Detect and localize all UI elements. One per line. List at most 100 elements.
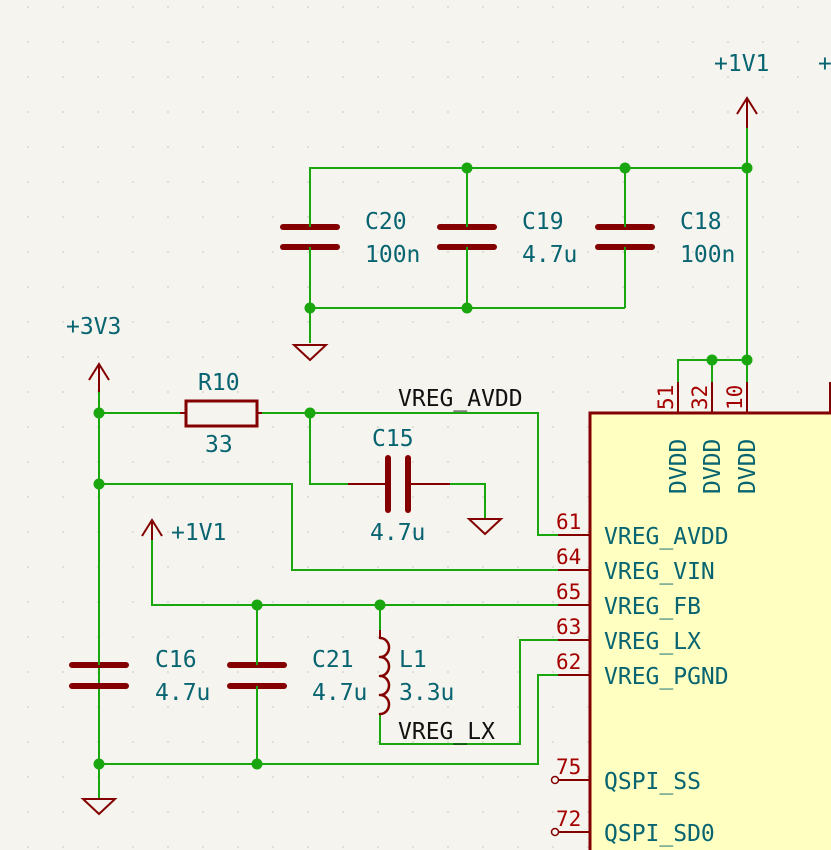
c20-value: 100n bbox=[365, 242, 420, 268]
grid-dot bbox=[482, 216, 484, 218]
grid-dot bbox=[167, 601, 169, 603]
grid-dot bbox=[307, 146, 309, 148]
grid-dot bbox=[762, 356, 764, 358]
grid-dot bbox=[377, 636, 379, 638]
grid-dot bbox=[797, 216, 799, 218]
grid-dot bbox=[237, 496, 239, 498]
capacitor-c16[interactable] bbox=[69, 640, 129, 689]
grid-dot bbox=[692, 181, 694, 183]
grid-dot bbox=[517, 566, 519, 568]
ground-symbol-c15[interactable] bbox=[466, 518, 504, 536]
grid-dot bbox=[202, 146, 204, 148]
grid-dot bbox=[132, 321, 134, 323]
grid-dot bbox=[62, 741, 64, 743]
grid-dot bbox=[237, 846, 239, 848]
grid-dot bbox=[552, 181, 554, 183]
grid-dot bbox=[762, 321, 764, 323]
grid-dot bbox=[307, 286, 309, 288]
junction-dot bbox=[741, 354, 753, 366]
arrow-up-icon bbox=[736, 96, 758, 115]
grid-dot bbox=[237, 671, 239, 673]
capacitor-c19[interactable] bbox=[437, 195, 497, 278]
grid-dot bbox=[587, 566, 589, 568]
grid-dot bbox=[517, 356, 519, 358]
c18-ref: C18 bbox=[680, 209, 722, 235]
grid-dot bbox=[62, 496, 64, 498]
grid-dot bbox=[552, 496, 554, 498]
wire-top-rail bbox=[309, 167, 747, 195]
ic-pin-number-64: 64 bbox=[556, 545, 581, 569]
grid-dot bbox=[657, 251, 659, 253]
grid-dot bbox=[202, 181, 204, 183]
ic-body[interactable] bbox=[588, 411, 831, 850]
grid-dot bbox=[342, 76, 344, 78]
grid-dot bbox=[412, 391, 414, 393]
ground-symbol-bottom[interactable] bbox=[80, 798, 118, 816]
grid-dot bbox=[377, 391, 379, 393]
ic-pin-number-63: 63 bbox=[556, 615, 581, 639]
r10-value: 33 bbox=[205, 432, 233, 458]
grid-dot bbox=[97, 181, 99, 183]
grid-dot bbox=[587, 321, 589, 323]
grid-dot bbox=[167, 811, 169, 813]
grid-dot bbox=[622, 391, 624, 393]
grid-dot bbox=[237, 41, 239, 43]
grid-dot bbox=[27, 811, 29, 813]
grid-dot bbox=[342, 146, 344, 148]
grid-dot bbox=[587, 181, 589, 183]
ic-pin-name-75: QSPI_SS bbox=[604, 769, 701, 795]
grid-dot bbox=[97, 321, 99, 323]
ic-pin-name-63: VREG_LX bbox=[604, 629, 701, 655]
capacitor-c20[interactable] bbox=[280, 195, 340, 278]
grid-dot bbox=[412, 251, 414, 253]
grid-dot bbox=[272, 321, 274, 323]
grid-dot bbox=[447, 321, 449, 323]
grid-dot bbox=[132, 811, 134, 813]
grid-dot bbox=[62, 391, 64, 393]
grid-dot bbox=[377, 811, 379, 813]
grid-dot bbox=[167, 76, 169, 78]
inductor-l1[interactable] bbox=[378, 630, 391, 716]
grid-dot bbox=[97, 41, 99, 43]
grid-dot bbox=[412, 706, 414, 708]
grid-dot bbox=[237, 811, 239, 813]
grid-dot bbox=[727, 181, 729, 183]
capacitor-c21[interactable] bbox=[227, 640, 287, 714]
capacitor-c18[interactable] bbox=[595, 195, 655, 278]
grid-dot bbox=[727, 286, 729, 288]
grid-dot bbox=[377, 321, 379, 323]
power-arrow-v11-top[interactable] bbox=[736, 96, 758, 128]
grid-dot bbox=[377, 496, 379, 498]
ground-symbol-top[interactable] bbox=[291, 344, 329, 362]
grid-dot bbox=[342, 321, 344, 323]
grid-dot bbox=[482, 181, 484, 183]
power-arrow-v33[interactable] bbox=[88, 362, 110, 392]
grid-dot bbox=[482, 391, 484, 393]
capacitor-c15[interactable] bbox=[348, 455, 450, 513]
grid-dot bbox=[447, 146, 449, 148]
grid-dot bbox=[202, 706, 204, 708]
grid-dot bbox=[412, 321, 414, 323]
grid-dot bbox=[27, 601, 29, 603]
grid-dot bbox=[272, 286, 274, 288]
grid-dot bbox=[447, 496, 449, 498]
power-arrow-v11-left[interactable] bbox=[141, 518, 163, 540]
power-label-v33: +3V3 bbox=[66, 314, 121, 340]
grid-dot bbox=[27, 321, 29, 323]
resistor-r10[interactable] bbox=[180, 399, 262, 428]
grid-dot bbox=[342, 636, 344, 638]
grid-dot bbox=[342, 846, 344, 848]
grid-dot bbox=[237, 531, 239, 533]
grid-dot bbox=[377, 531, 379, 533]
grid-dot bbox=[762, 391, 764, 393]
grid-dot bbox=[237, 636, 239, 638]
grid-dot bbox=[692, 321, 694, 323]
grid-dot bbox=[412, 286, 414, 288]
grid-dot bbox=[62, 76, 64, 78]
grid-dot bbox=[272, 776, 274, 778]
grid-dot bbox=[412, 496, 414, 498]
grid-dot bbox=[622, 251, 624, 253]
grid-dot bbox=[727, 146, 729, 148]
grid-dot bbox=[237, 6, 239, 8]
c16-value: 4.7u bbox=[155, 680, 210, 706]
